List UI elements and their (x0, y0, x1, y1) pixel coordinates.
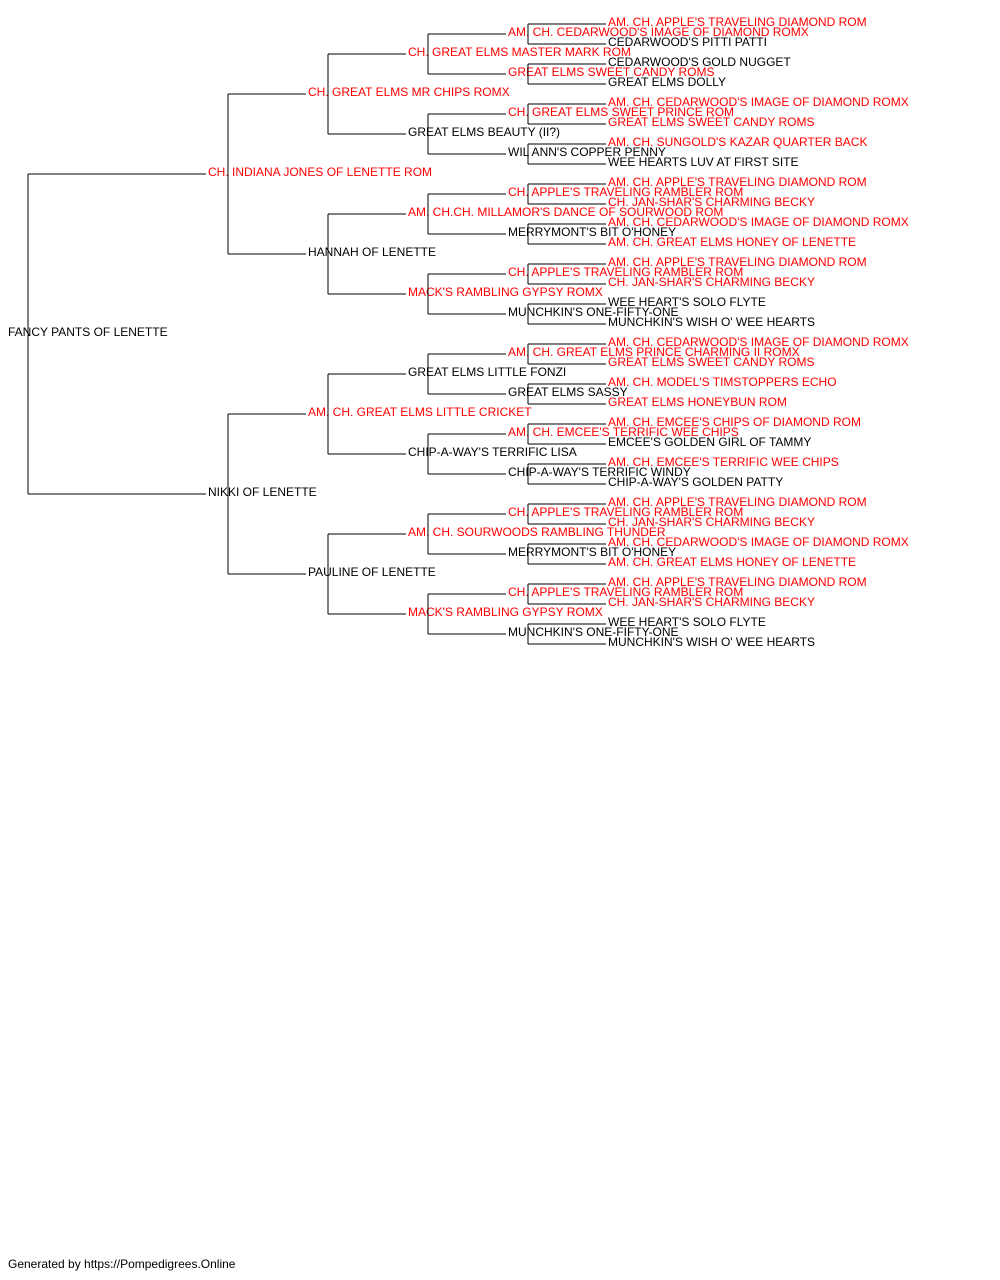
pedigree-entry-dam: CH. JAN-SHAR'S CHARMING BECKY (608, 515, 815, 529)
pedigree-entry-sire: AM. CH. SUNGOLD'S KAZAR QUARTER BACK (608, 135, 867, 149)
pedigree-entry-sire: CH. APPLE'S TRAVELING RAMBLER ROM (508, 265, 743, 279)
pedigree-entry-dam: GREAT ELMS DOLLY (608, 75, 726, 89)
pedigree-entry-dam: CH. JAN-SHAR'S CHARMING BECKY (608, 195, 815, 209)
pedigree-entry-dam: HANNAH OF LENETTE (308, 245, 436, 259)
pedigree-entry-sire: AM. CH. GREAT ELMS PRINCE CHARMING II RO… (508, 345, 800, 359)
pedigree-entry-dam: WEE HEARTS LUV AT FIRST SITE (608, 155, 799, 169)
pedigree-entry-sire: AM. CH. APPLE'S TRAVELING DIAMOND ROM (608, 495, 867, 509)
pedigree-entry-sire: AM. CH. SOURWOODS RAMBLING THUNDER (408, 525, 666, 539)
pedigree-entry-sire: CH. APPLE'S TRAVELING RAMBLER ROM (508, 185, 743, 199)
pedigree-entry-dam: CHIP-A-WAY'S TERRIFIC WINDY (508, 465, 691, 479)
pedigree-entry-sire: AM. CH. EMCEE'S TERRIFIC WEE CHIPS (508, 425, 739, 439)
pedigree-entry-dam: CHIP-A-WAY'S TERRIFIC LISA (408, 445, 577, 459)
pedigree-entry-sire: AM. CH. EMCEE'S TERRIFIC WEE CHIPS (608, 455, 839, 469)
pedigree-entry-dam: MUNCHKIN'S WISH O' WEE HEARTS (608, 635, 815, 649)
pedigree-entry-dam: CEDARWOOD'S PITTI PATTI (608, 35, 767, 49)
pedigree-entry-sire: GREAT ELMS LITTLE FONZI (408, 365, 566, 379)
pedigree-entry-sire: AM. CH. APPLE'S TRAVELING DIAMOND ROM (608, 175, 867, 189)
pedigree-entry-dam: EMCEE'S GOLDEN GIRL OF TAMMY (608, 435, 811, 449)
pedigree-entry-subject: FANCY PANTS OF LENETTE (8, 325, 168, 339)
pedigree-entry-sire: AM. CH. APPLE'S TRAVELING DIAMOND ROM (608, 575, 867, 589)
pedigree-entry-dam: GREAT ELMS SASSY (508, 385, 628, 399)
pedigree-entry-dam: MERRYMONT'S BIT O'HONEY (508, 225, 676, 239)
pedigree-entry-sire: CEDARWOOD'S GOLD NUGGET (608, 55, 791, 69)
pedigree-entry-sire: AM. CH.CH. MILLAMOR'S DANCE OF SOURWOOD … (408, 205, 723, 219)
pedigree-entry-dam: GREAT ELMS BEAUTY (II?) (408, 125, 560, 139)
pedigree-entry-sire: AM. CH. CEDARWOOD'S IMAGE OF DIAMOND ROM… (608, 335, 909, 349)
pedigree-entry-dam: MERRYMONT'S BIT O'HONEY (508, 545, 676, 559)
pedigree-entry-sire: AM. CH. CEDARWOOD'S IMAGE OF DIAMOND ROM… (508, 25, 809, 39)
pedigree-entry-dam: MACK'S RAMBLING GYPSY ROMX (408, 605, 603, 619)
pedigree-entry-dam: GREAT ELMS HONEYBUN ROM (608, 395, 787, 409)
pedigree-entry-dam: GREAT ELMS SWEET CANDY ROMS (608, 355, 814, 369)
pedigree-entry-sire: CH. INDIANA JONES OF LENETTE ROM (208, 165, 432, 179)
pedigree-entry-sire: AM. CH. APPLE'S TRAVELING DIAMOND ROM (608, 255, 867, 269)
pedigree-entry-sire: CH. GREAT ELMS SWEET PRINCE ROM (508, 105, 734, 119)
pedigree-entry-dam: CH. JAN-SHAR'S CHARMING BECKY (608, 595, 815, 609)
pedigree-entry-dam: GREAT ELMS SWEET CANDY ROMS (508, 65, 714, 79)
pedigree-entry-dam: CHIP-A-WAY'S GOLDEN PATTY (608, 475, 783, 489)
pedigree-entry-dam: MACK'S RAMBLING GYPSY ROMX (408, 285, 603, 299)
pedigree-entry-sire: CH. APPLE'S TRAVELING RAMBLER ROM (508, 585, 743, 599)
pedigree-entry-dam: MUNCHKIN'S WISH O' WEE HEARTS (608, 315, 815, 329)
pedigree-entry-dam: CH. JAN-SHAR'S CHARMING BECKY (608, 275, 815, 289)
pedigree-entry-sire: AM. CH. EMCEE'S CHIPS OF DIAMOND ROM (608, 415, 861, 429)
pedigree-entry-sire: CH. APPLE'S TRAVELING RAMBLER ROM (508, 505, 743, 519)
pedigree-entry-sire: AM. CH. GREAT ELMS LITTLE CRICKET (308, 405, 532, 419)
pedigree-entry-sire: AM. CH. CEDARWOOD'S IMAGE OF DIAMOND ROM… (608, 95, 909, 109)
pedigree-entry-sire: CH. GREAT ELMS MASTER MARK ROM (408, 45, 631, 59)
pedigree-entry-dam: GREAT ELMS SWEET CANDY ROMS (608, 115, 814, 129)
pedigree-entry-dam: PAULINE OF LENETTE (308, 565, 436, 579)
pedigree-entry-dam: WIL ANN'S COPPER PENNY (508, 145, 666, 159)
pedigree-entry-sire: CH. GREAT ELMS MR CHIPS ROMX (308, 85, 510, 99)
pedigree-entry-sire: AM. CH. APPLE'S TRAVELING DIAMOND ROM (608, 15, 867, 29)
pedigree-entry-dam: MUNCHKIN'S ONE-FIFTY-ONE (508, 305, 679, 319)
pedigree-entry-sire: AM. CH. CEDARWOOD'S IMAGE OF DIAMOND ROM… (608, 215, 909, 229)
pedigree-entry-dam: AM. CH. GREAT ELMS HONEY OF LENETTE (608, 555, 856, 569)
pedigree-entry-sire: WEE HEART'S SOLO FLYTE (608, 295, 766, 309)
pedigree-entry-dam: NIKKI OF LENETTE (208, 485, 317, 499)
pedigree-entry-dam: AM. CH. GREAT ELMS HONEY OF LENETTE (608, 235, 856, 249)
pedigree-entry-dam: MUNCHKIN'S ONE-FIFTY-ONE (508, 625, 679, 639)
pedigree-entry-sire: WEE HEART'S SOLO FLYTE (608, 615, 766, 629)
pedigree-entry-sire: AM. CH. CEDARWOOD'S IMAGE OF DIAMOND ROM… (608, 535, 909, 549)
footer-credit: Generated by https://Pompedigrees.Online (8, 1257, 236, 1271)
pedigree-entry-sire: AM. CH. MODEL'S TIMSTOPPERS ECHO (608, 375, 837, 389)
